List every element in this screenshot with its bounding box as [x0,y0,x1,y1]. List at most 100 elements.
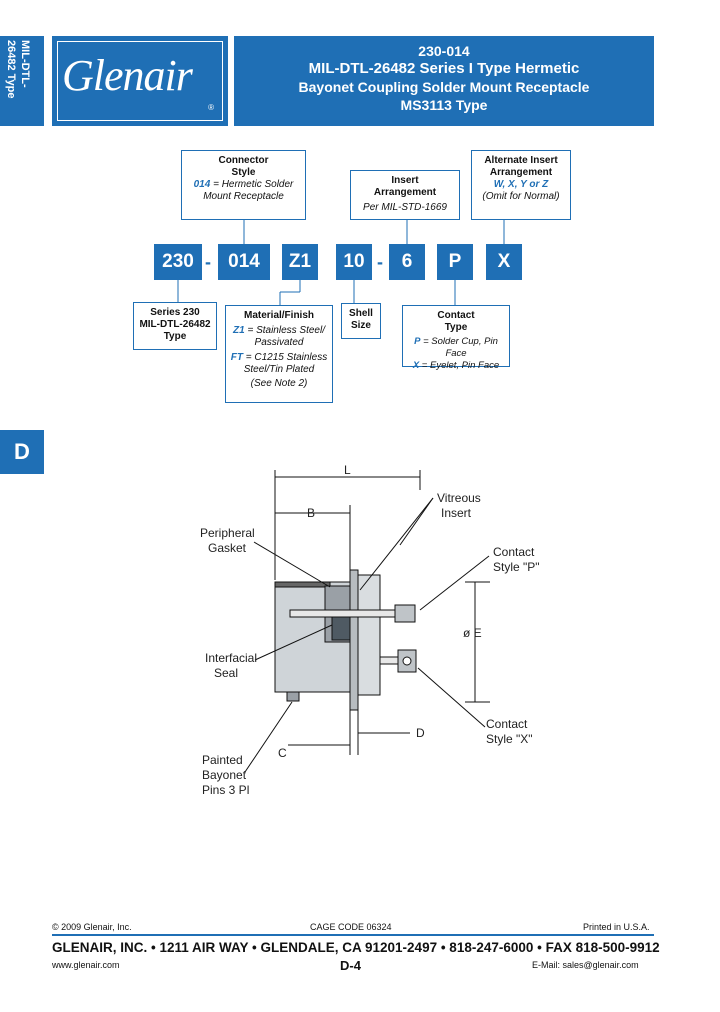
insert-arrangement-heading1: Insert [391,175,419,186]
label-painted-3: Pins 3 Pl [202,783,249,797]
label-painted-2: Bayonet [202,768,247,782]
material-z1-desc1: = Stainless Steel/ [244,325,325,336]
alternate-insert-desc: (Omit for Normal) [482,191,560,202]
footer-printed: Printed in U.S.A. [583,922,650,932]
label-peripheral-1: Peripheral [200,526,255,540]
logo-text: Glenair [62,51,193,100]
pn-alternate-insert: X [486,244,522,280]
label-b: B [307,506,315,520]
glenair-logo: Glenair ® [52,36,228,126]
logo-frame [57,41,223,121]
title-part-number: 230-014 [418,43,470,59]
alternate-insert-codes: W, X, Y or Z [493,179,549,190]
connector-style-desc2: Mount Receptacle [203,191,284,202]
shell-size-line1: Shell [349,308,373,319]
material-z1-code: Z1 [233,325,245,336]
contact-x-eyelet-hole [402,656,412,666]
label-interfacial-2: Seal [214,666,238,680]
pn-insert-arrangement: 6 [389,244,425,280]
label-contact-p-1: Contact [493,545,535,559]
material-ft-desc2: Steel/Tin Plated [243,364,315,375]
contact-p-code: P [414,336,421,347]
insert-arrangement-box: Insert Arrangement Per MIL-STD-1669 [350,170,460,220]
logo-registered-mark: ® [208,103,214,112]
series-line2: MIL-DTL-26482 [139,319,211,330]
material-ft-code: FT [230,352,243,363]
pn-connector-style: 014 [218,244,270,280]
side-tab-label: MIL-DTL- 26482 Type [5,40,31,99]
label-contact-x-2: Style "X" [486,732,533,746]
pn-contact-type: P [437,244,473,280]
flange [349,569,359,711]
connector-style-heading: Connector Style [218,155,269,178]
alternate-insert-heading1: Alternate Insert [484,155,558,166]
footer-cage-code: CAGE CODE 06324 [310,922,392,932]
footer-email[interactable]: E-Mail: sales@glenair.com [532,960,639,970]
connector-style-code: 014 [193,179,211,190]
ordering-leader-lines [177,220,505,305]
pn-series: 230 [154,244,202,280]
label-vitreous-2: Insert [441,506,472,520]
pn-material: Z1 [282,244,318,280]
shell-size-box: Shell Size [341,303,381,339]
contact-type-box: Contact Type P = Solder Cup, Pin Face X … [402,305,510,371]
material-heading: Material/Finish [243,310,314,321]
footer-website[interactable]: www.glenair.com [52,960,120,970]
label-interfacial-1: Interfacial [205,651,257,665]
title-series: MIL-DTL-26482 Series I Type Hermetic [308,60,580,77]
label-painted-1: Painted [202,753,243,767]
contact-x-pin [379,656,401,665]
side-tab: MIL-DTL- 26482 Type [0,36,44,126]
pn-dash-1: - [205,252,211,272]
material-z1-desc2: Passivated [254,337,304,348]
shell-size-line2: Size [350,320,371,331]
connector-style-desc1: = Hermetic Solder [210,179,294,190]
contact-p-pin [289,609,401,618]
title-description: Bayonet Coupling Solder Mount Receptacle [298,79,590,95]
contact-type-heading1: Contact [437,310,475,321]
insert-arrangement-heading2: Arrangement [373,187,437,198]
contact-type-heading2: Type [444,322,468,333]
footer-page-number: D-4 [340,958,361,973]
label-contact-x-1: Contact [486,717,528,731]
connector-style-box: Connector Style 014 = Hermetic Solder Mo… [181,150,306,220]
label-vitreous-1: Vitreous [437,491,481,505]
label-l: L [344,463,351,477]
connector-drawing: L B Vitreous Insert Peripheral Gasket Co… [200,463,540,797]
title-ms-type: MS3113 Type [400,97,488,113]
material-note: (See Note 2) [250,378,308,389]
pn-dash-2: - [377,252,383,272]
bayonet-pin [286,691,300,702]
footer-address: GLENAIR, INC. • 1211 AIR WAY • GLENDALE,… [52,940,660,955]
contact-x-code: X [412,360,420,371]
series-box: Series 230 MIL-DTL-26482 Type [133,302,217,350]
leader-bayonet [244,701,293,773]
contact-p-desc: = Solder Cup, Pin Face [420,336,498,359]
section-tab-d: D [0,430,44,474]
series-line1: Series 230 [150,307,200,318]
leader-peripheral [253,541,331,588]
label-d: D [416,726,425,740]
shell-top-band [274,581,331,588]
title-block: 230-014 MIL-DTL-26482 Series I Type Herm… [234,36,654,126]
alternate-insert-heading2: Arrangement [489,167,553,178]
label-c: C [278,746,287,760]
label-peripheral-2: Gasket [208,541,247,555]
insert-arrangement-desc: Per MIL-STD-1669 [363,202,447,213]
label-contact-p-2: Style "P" [493,560,540,574]
footer-copyright: © 2009 Glenair, Inc. [52,922,132,932]
alternate-insert-box: Alternate Insert Arrangement W, X, Y or … [471,150,571,220]
leader-vitreous-2 [359,497,434,591]
contact-p-cup [394,604,416,623]
label-e: ø E [463,626,482,640]
leader-contact-p [419,555,490,611]
contact-x-desc: = Eyelet, Pin Face [419,360,500,371]
rear-body [357,574,381,696]
leader-interfacial [254,624,333,661]
footer-divider [52,934,654,936]
series-line3: Type [163,331,187,342]
material-finish-box: Material/Finish Z1 = Stainless Steel/ Pa… [225,305,333,403]
material-ft-desc1: = C1215 Stainless [243,352,328,363]
leader-vitreous [399,497,434,546]
leader-contact-x [417,667,486,728]
